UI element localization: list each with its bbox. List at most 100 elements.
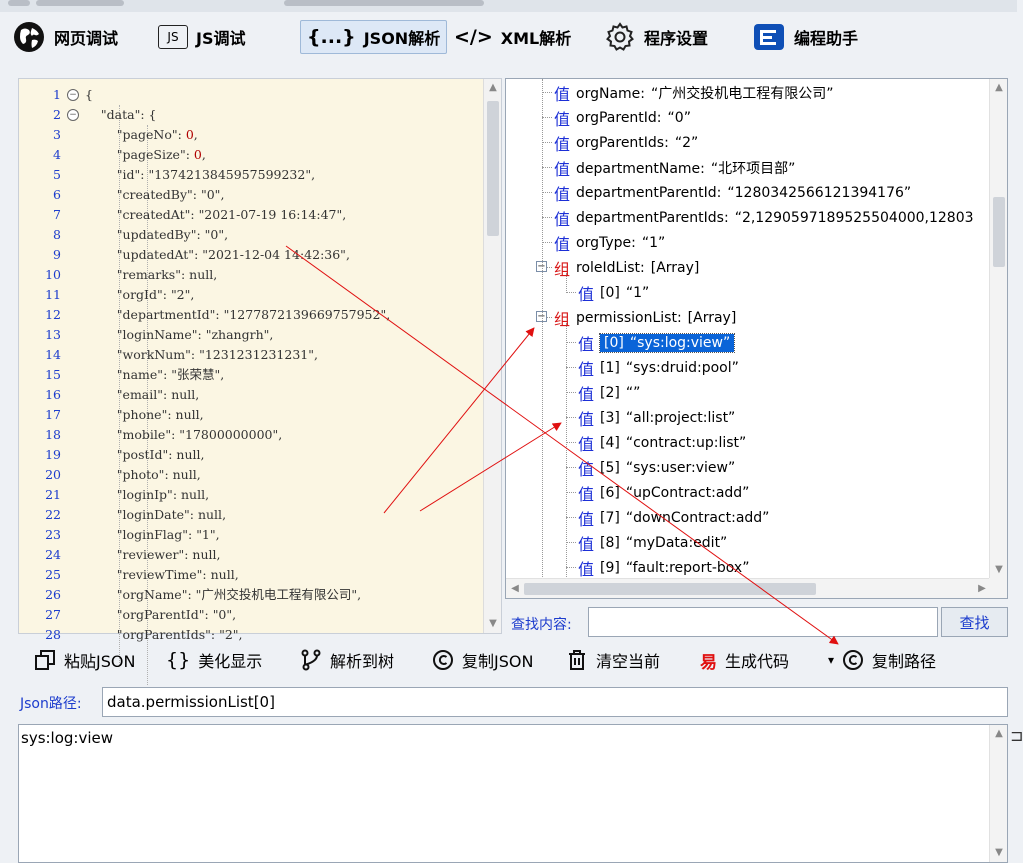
title-bar [0, 0, 1017, 12]
tool-js-debug[interactable]: JS JS调试 [152, 20, 251, 54]
generate-code-button[interactable]: 易 生成代码 [700, 646, 789, 674]
copy-path-button[interactable]: ▾ 复制路径 [828, 646, 936, 674]
code-line: 20 "photo": null, [19, 465, 485, 485]
tree-node-key: [6] [600, 484, 620, 501]
json-key: "loginFlag" [116, 527, 188, 542]
scroll-thumb[interactable] [993, 197, 1005, 267]
tree-group-node[interactable]: 组 roleIdList:[Array] [554, 255, 699, 280]
tool-assistant[interactable]: 编程助手 [746, 20, 864, 54]
tree-value-node[interactable]: 值[1]“sys:druid:pool” [578, 355, 739, 380]
tree-value-node[interactable]: 值[2]“” [578, 380, 640, 405]
tree-node-value: “sys:druid:pool” [625, 359, 739, 376]
title-blurred [36, 0, 124, 6]
tree-value-node[interactable]: 值[6]“upContract:add” [578, 480, 749, 505]
code-line: 28 "orgParentIds": "2", [19, 625, 485, 645]
code-line: 10 "remarks": null, [19, 265, 485, 285]
scroll-thumb[interactable] [487, 101, 499, 236]
code-line: 3 "pageNo": 0, [19, 125, 485, 145]
line-number: 17 [45, 407, 61, 422]
scroll-up-icon[interactable]: ▲ [489, 82, 497, 93]
code-text: "orgParentId": "0", [116, 607, 237, 622]
json-key: "reviewer" [116, 547, 185, 562]
json-value: "张荣慧" [171, 367, 221, 382]
tree-node-label: [4]“contract:up:list” [600, 435, 746, 451]
find-input[interactable] [588, 607, 938, 637]
tree-node-label: roleIdList:[Array] [576, 260, 699, 276]
tree-value-node[interactable]: 值[7]“downContract:add” [578, 505, 769, 530]
scroll-down-icon[interactable]: ▼ [995, 847, 1003, 858]
parse-to-tree-button[interactable]: 解析到树 [300, 646, 394, 674]
json-value: null [189, 267, 214, 282]
result-textarea[interactable]: sys:log:view ▲ ▼ [18, 724, 1008, 863]
dropdown-arrow-icon[interactable]: ▾ [828, 653, 835, 667]
editor-vertical-scrollbar[interactable]: ▲ ▼ [483, 79, 501, 633]
json-key: "remarks" [116, 267, 181, 282]
tool-xml-parse[interactable]: </> XML解析 [448, 20, 577, 54]
tool-settings[interactable]: 程序设置 [598, 20, 714, 54]
scroll-up-icon[interactable]: ▲ [995, 728, 1003, 739]
scroll-up-icon[interactable]: ▲ [995, 82, 1003, 93]
json-key: "departmentId" [116, 307, 216, 322]
tree-node-label: [3]“all:project:list” [600, 410, 735, 426]
code-text: "name": "张荣慧", [116, 367, 225, 382]
tree-node-value: “0” [667, 109, 691, 126]
tree-horizontal-scrollbar[interactable]: ◀ ▶ [506, 578, 991, 598]
clear-current-button[interactable]: 清空当前 [566, 646, 660, 674]
tree-value-node[interactable]: 值[0]“sys:log:view” [578, 330, 736, 355]
fold-minus-icon[interactable]: − [67, 89, 79, 101]
tree-node-value: “2” [674, 134, 699, 151]
tree-node-key: [8] [600, 534, 620, 551]
action-label: 复制路径 [872, 652, 937, 671]
code-text: "reviewTime": null, [116, 567, 239, 582]
json-value: "1277872139669757952" [223, 307, 387, 322]
tree-value-node[interactable]: 值[3]“all:project:list” [578, 405, 735, 430]
scroll-right-icon[interactable]: ▶ [978, 583, 986, 594]
tool-label: JS调试 [196, 29, 246, 48]
tree-value-node[interactable]: 值[8]“myData:edit” [578, 530, 727, 555]
value-icon: 值 [554, 159, 571, 179]
scroll-left-icon[interactable]: ◀ [511, 583, 519, 594]
json-key: "orgParentId" [116, 607, 205, 622]
code-text: "data": { [85, 107, 157, 122]
code-line: 5 "id": "1374213845957599232", [19, 165, 485, 185]
result-vertical-scrollbar[interactable]: ▲ ▼ [989, 725, 1007, 862]
line-number: 24 [45, 547, 61, 562]
tree-value-node[interactable]: 值 [4]“contract:up:list” [578, 430, 746, 455]
find-label: 查找内容: [511, 617, 572, 633]
beautify-button[interactable]: {} 美化显示 [166, 646, 262, 674]
find-button[interactable]: 查找 [941, 607, 1008, 637]
tree-node-key: departmentParentIds: [576, 209, 729, 226]
json-key: "updatedBy" [116, 227, 197, 242]
copy-json-button[interactable]: 复制JSON [432, 646, 533, 674]
tree-node-value: “downContract:add” [625, 509, 770, 526]
tree-value-node[interactable]: 值[0]“1” [578, 280, 649, 305]
scroll-thumb[interactable] [524, 583, 816, 595]
code-line: 26 "orgName": "广州交投机电工程有限公司", [19, 585, 485, 605]
json-editor[interactable]: 1−{2− "data": {3 "pageNo": 0,4 "pageSize… [18, 78, 502, 685]
tree-vertical-scrollbar[interactable]: ▲ ▼ [989, 79, 1007, 579]
json-path-input[interactable]: data.permissionList[0] [102, 687, 1008, 717]
tree-node-label: [7]“downContract:add” [600, 510, 769, 526]
scroll-down-icon[interactable]: ▼ [489, 618, 497, 629]
value-icon: 值 [578, 384, 595, 404]
line-number: 23 [45, 527, 61, 542]
tree-value-node[interactable]: 值[9]“fault:report-box” [578, 555, 749, 580]
tool-json-parse[interactable]: {...} JSON解析 [300, 20, 448, 54]
paste-json-button[interactable]: 粘贴JSON [34, 646, 135, 674]
group-icon: 组 [554, 259, 571, 279]
fold-minus-icon[interactable]: − [67, 109, 79, 121]
value-icon: 值 [578, 434, 595, 454]
scroll-down-icon[interactable]: ▼ [995, 564, 1003, 575]
tool-web-debug[interactable]: 网页调试 [6, 20, 124, 54]
action-label: 粘贴JSON [64, 652, 136, 671]
tree-value-node[interactable]: 值[5]“sys:user:view” [578, 455, 735, 480]
